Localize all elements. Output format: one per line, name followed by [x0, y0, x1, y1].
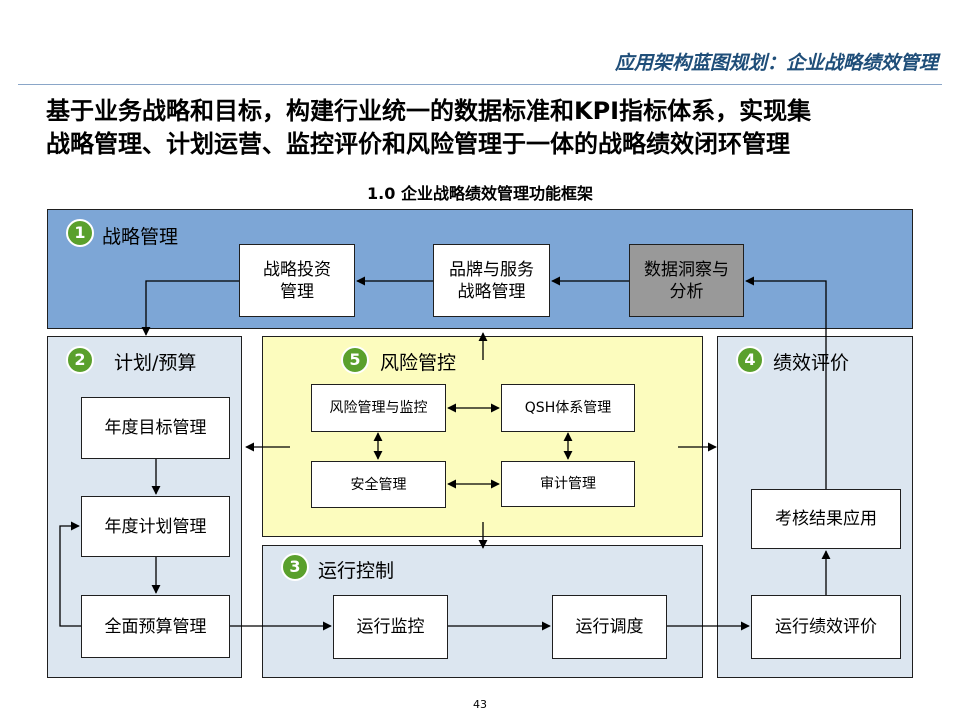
- data-insight-box: 数据洞察与 分析: [629, 244, 744, 317]
- headline: 基于业务战略和目标，构建行业统一的数据标准和KPI指标体系，实现集 战略管理、计…: [46, 95, 926, 161]
- budget-box: 全面预算管理: [81, 595, 230, 658]
- safety-box: 安全管理: [311, 461, 446, 508]
- invest-to-plan-arrow: [141, 280, 239, 336]
- eval-panel-title: 绩效评价: [773, 352, 850, 374]
- apply-to-insight-arrow: [745, 276, 827, 489]
- header-title: 应用架构蓝图规划：企业战略绩效管理: [614, 52, 938, 74]
- page-number: 43: [473, 698, 487, 711]
- annual-plan-box: 年度计划管理: [81, 496, 230, 557]
- run-panel-title: 运行控制: [318, 560, 395, 582]
- headline-line-2: 战略管理、计划运营、监控评价和风险管理于一体的战略绩效闭环管理: [46, 130, 790, 158]
- qsh-box: QSH体系管理: [501, 384, 635, 432]
- result-apply-box: 考核结果应用: [751, 489, 901, 549]
- strategy-panel-title: 战略管理: [102, 226, 179, 248]
- run-number-badge: 3: [281, 553, 309, 581]
- strategy-invest-box: 战略投资 管理: [239, 244, 355, 317]
- run-dispatch-box: 运行调度: [552, 595, 667, 659]
- annual-goal-box: 年度目标管理: [81, 397, 230, 459]
- audit-box: 审计管理: [501, 461, 635, 507]
- risk-number-badge: 5: [341, 346, 369, 374]
- strategy-number-badge: 1: [66, 219, 94, 247]
- brand-strategy-box: 品牌与服务 战略管理: [433, 244, 550, 317]
- framework-title: 1.0 企业战略绩效管理功能框架: [367, 184, 593, 203]
- plan-panel-title: 计划/预算: [114, 352, 197, 374]
- budget-feedback-arrow: [59, 521, 81, 627]
- risk-panel-title: 风险管控: [380, 352, 457, 374]
- run-eval-box: 运行绩效评价: [751, 595, 901, 659]
- eval-number-badge: 4: [736, 346, 764, 374]
- plan-number-badge: 2: [66, 346, 94, 374]
- headline-line-1: 基于业务战略和目标，构建行业统一的数据标准和KPI指标体系，实现集: [46, 97, 812, 125]
- run-monitor-box: 运行监控: [333, 595, 448, 659]
- header-divider: [18, 84, 942, 85]
- risk-monitor-box: 风险管理与监控: [311, 384, 446, 432]
